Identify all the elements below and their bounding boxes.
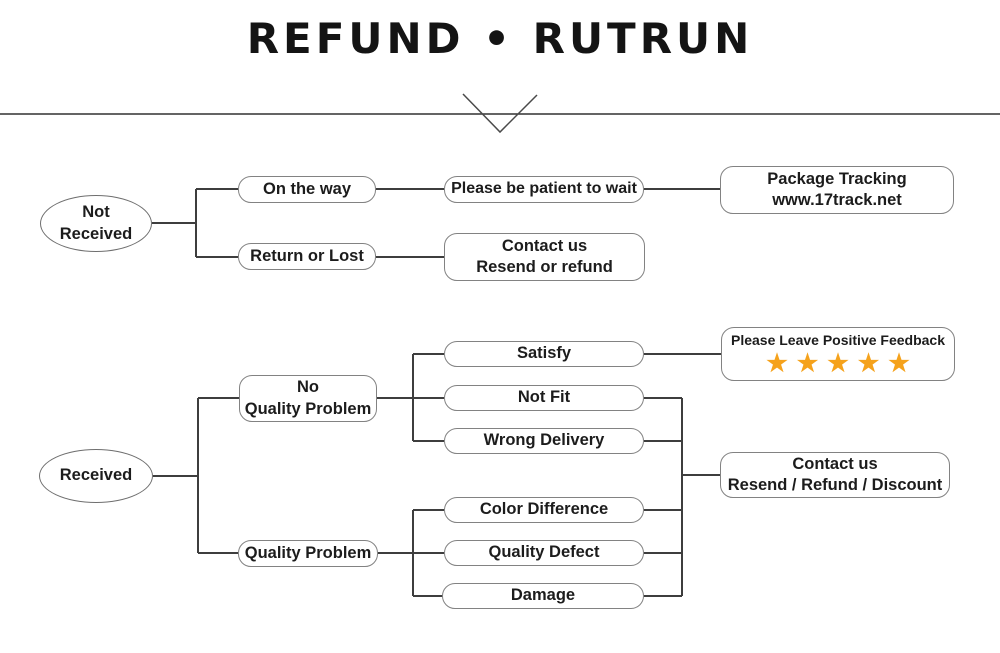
- node-quality-defect: Quality Defect: [444, 540, 644, 566]
- node-received: Received: [39, 449, 153, 503]
- node-package-tracking: Package Tracking www.17track.net: [720, 166, 954, 214]
- node-contact-resend-refund-discount: Contact us Resend / Refund / Discount: [720, 452, 950, 498]
- node-no-quality-problem: No Quality Problem: [239, 375, 377, 422]
- node-wrong-delivery: Wrong Delivery: [444, 428, 644, 454]
- page-title: REFUND • RUTRUN: [246, 14, 754, 63]
- node-color-difference: Color Difference: [444, 497, 644, 523]
- node-not-fit: Not Fit: [444, 385, 644, 411]
- node-on-the-way: On the way: [238, 176, 376, 203]
- not-received-connectors: [152, 188, 720, 258]
- node-return-or-lost: Return or Lost: [238, 243, 376, 270]
- node-positive-feedback: Please Leave Positive Feedback ★★★★★: [721, 327, 955, 381]
- node-please-be-patient: Please be patient to wait: [444, 176, 644, 203]
- node-satisfy: Satisfy: [444, 341, 644, 367]
- node-damage: Damage: [442, 583, 644, 609]
- received-connectors: [153, 353, 721, 597]
- node-contact-resend-refund: Contact us Resend or refund: [444, 233, 645, 281]
- feedback-label: Please Leave Positive Feedback: [730, 332, 945, 349]
- five-star-rating-icon: ★★★★★: [766, 349, 919, 377]
- node-quality-problem: Quality Problem: [238, 540, 378, 567]
- chevron-down-icon: [462, 93, 538, 134]
- node-not-received: Not Received: [40, 195, 152, 252]
